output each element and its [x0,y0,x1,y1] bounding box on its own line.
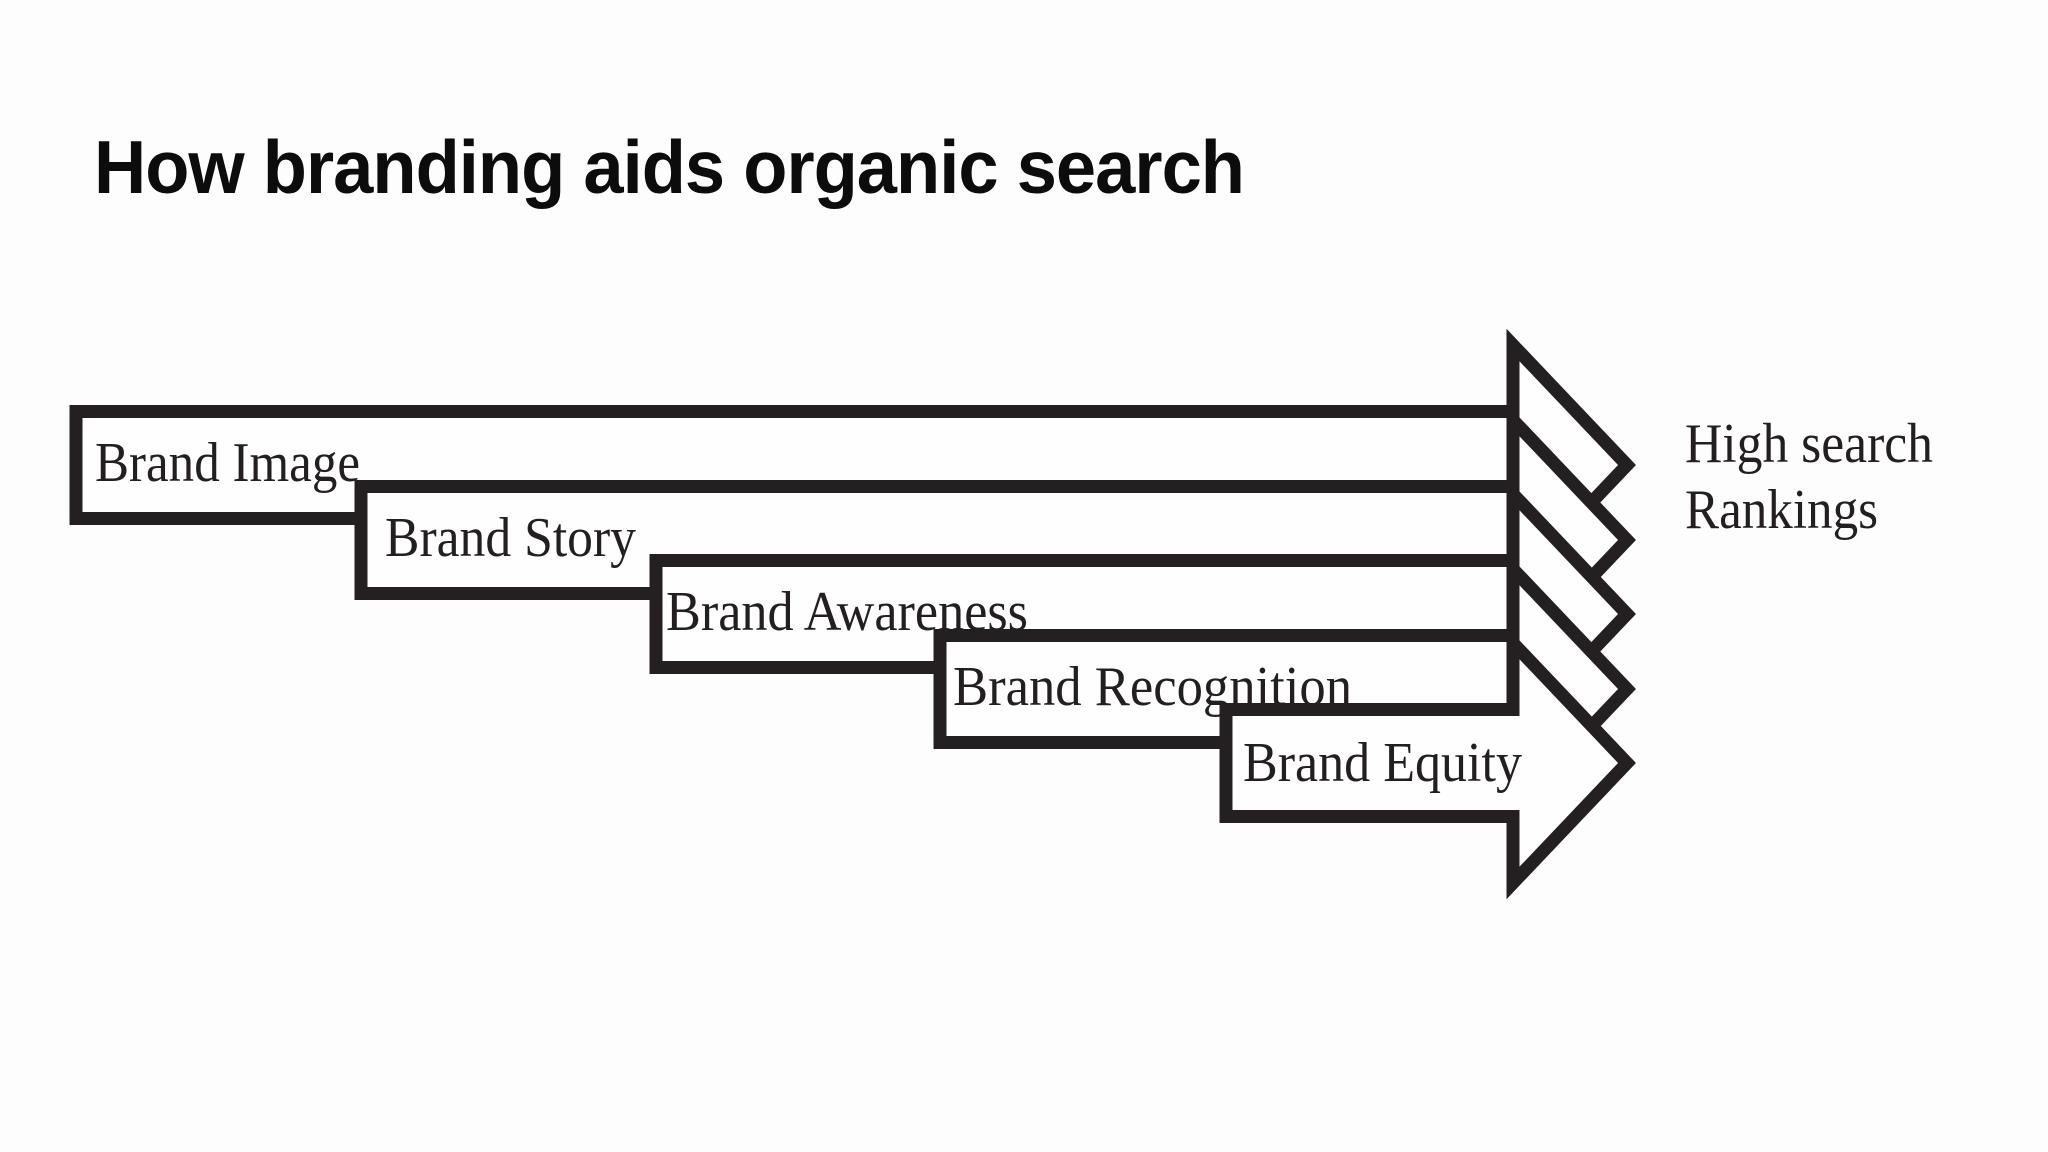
brand-story-label: Brand Story [385,507,636,569]
result-caption: High search Rankings [1685,413,1933,541]
brand-image-label: Brand Image [95,432,360,494]
arrow-brand-equity: Brand Equity [1219,626,1636,900]
result-line-1: High search [1685,413,1933,475]
result-line-2: Rankings [1685,479,1878,541]
page-title: How branding aids organic search [94,125,1244,209]
brand-equity-label: Brand Equity [1243,732,1522,794]
brand-equity-arrow-shape [1219,626,1636,900]
